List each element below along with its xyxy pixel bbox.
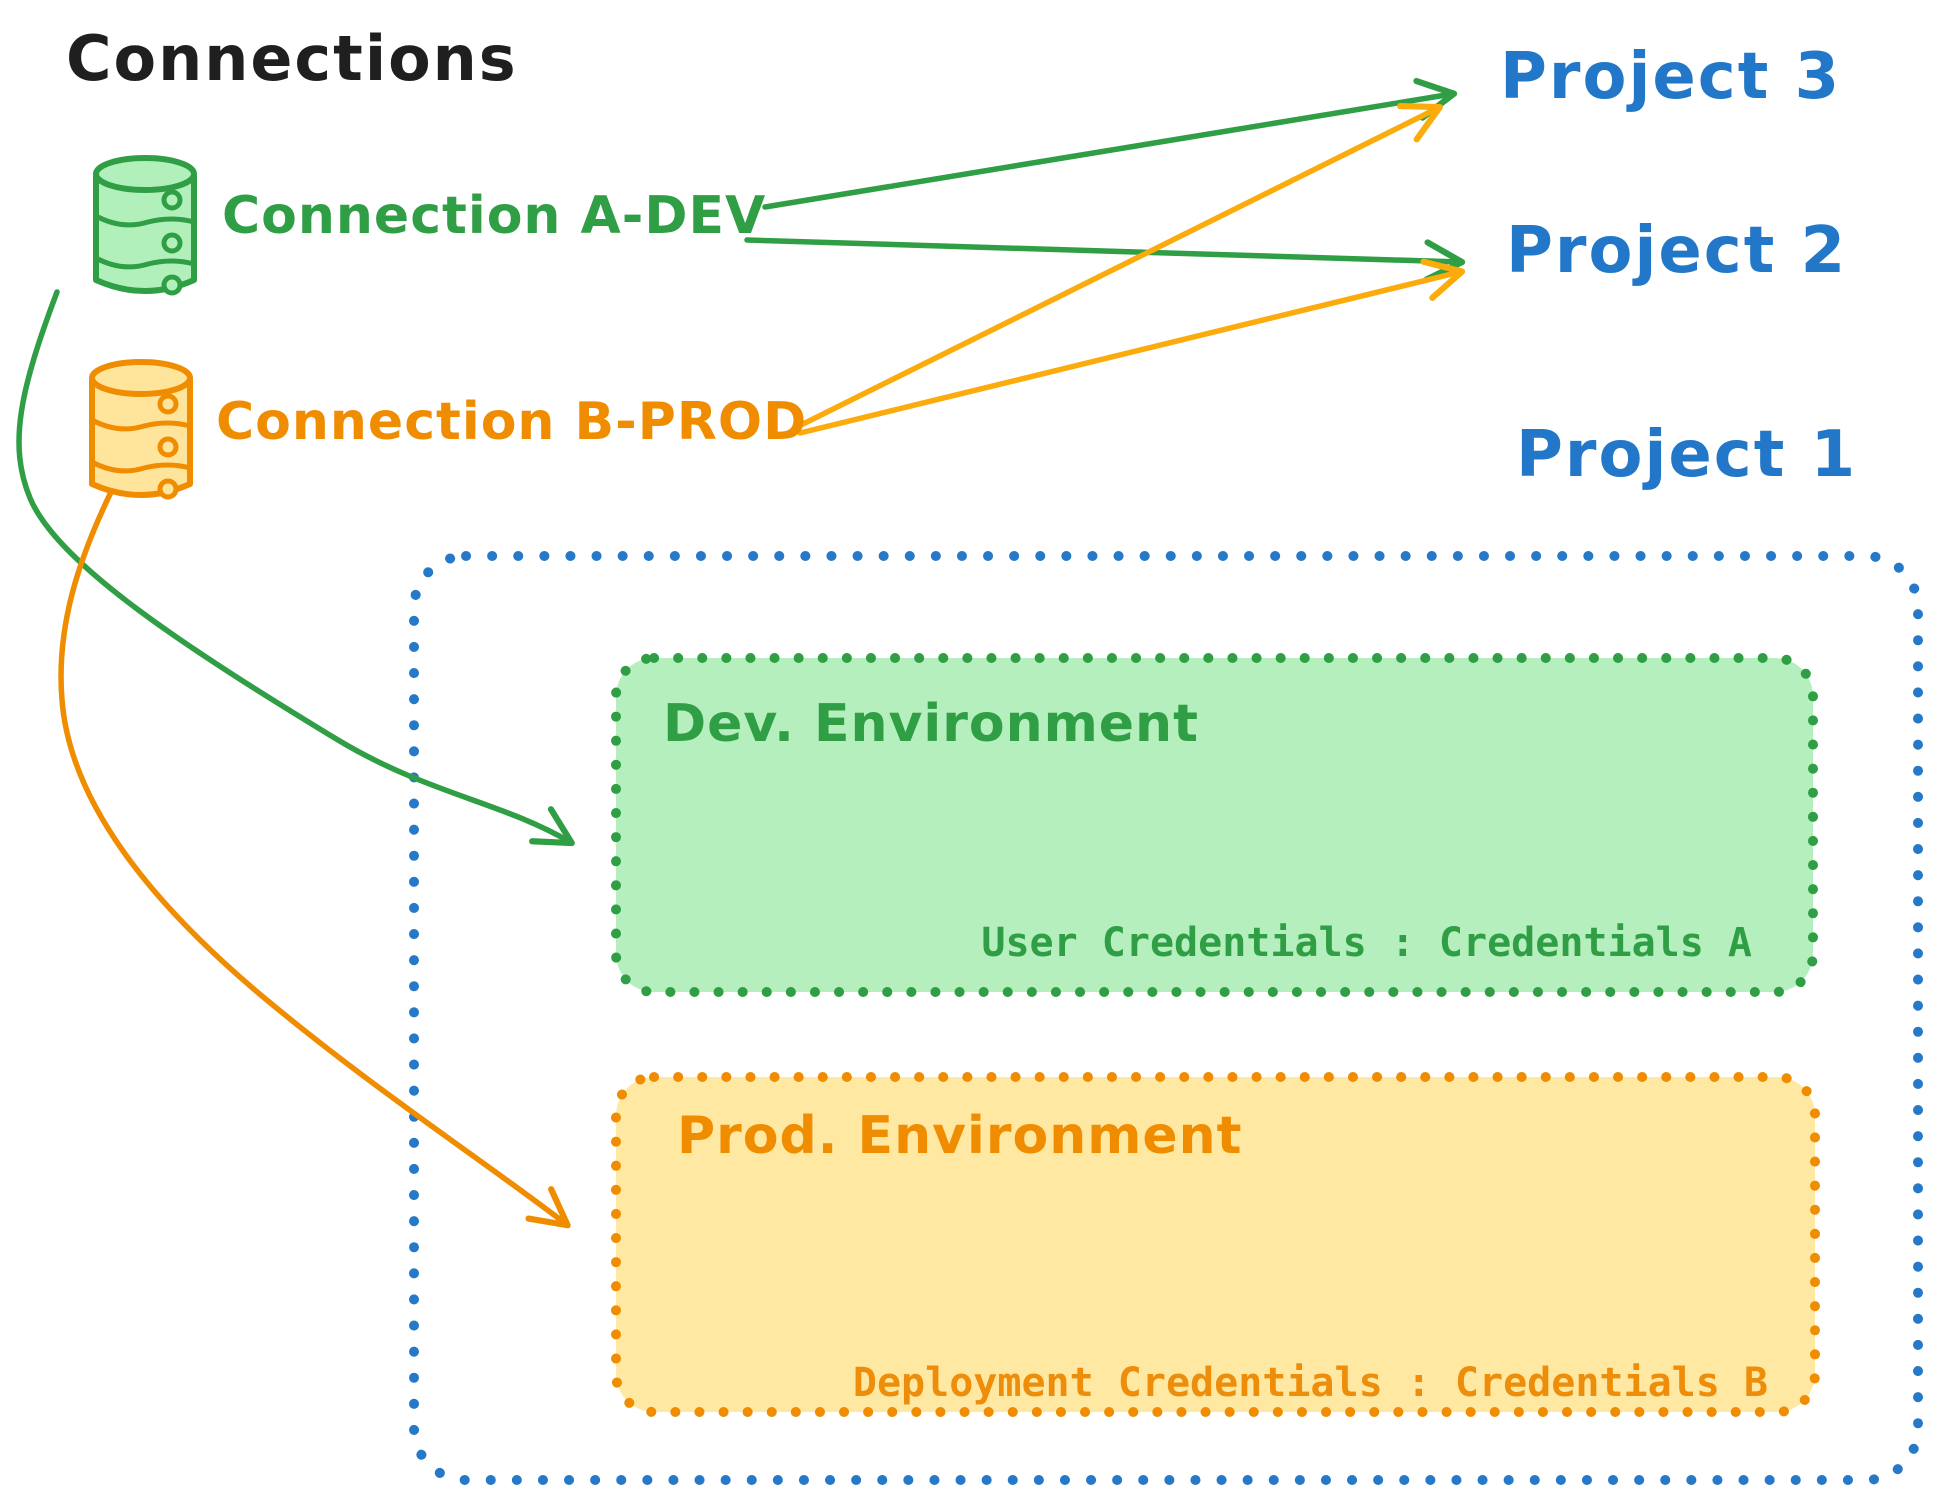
arrow-b-to-project2 — [797, 258, 1466, 436]
dev-environment-credentials: User Credentials : Credentials A — [981, 920, 1752, 966]
prod-environment-box — [611, 1072, 1820, 1417]
project-3-label: Project 3 — [1500, 40, 1842, 114]
diagram-title: Connections — [66, 22, 518, 95]
arrow-b-to-prod-environment — [58, 487, 571, 1229]
dev-environment-box — [611, 653, 1818, 997]
connection-b-prod-label: Connection B-PROD — [216, 392, 808, 452]
connection-a-dev-label: Connection A-DEV — [222, 186, 767, 246]
arrow-a-to-dev-environment — [16, 289, 575, 847]
arrow-a-to-project2 — [744, 237, 1466, 283]
database-icon-dev — [93, 155, 197, 296]
arrow-a-to-project3 — [762, 77, 1458, 210]
dev-environment-title: Dev. Environment — [663, 694, 1199, 754]
project-2-label: Project 2 — [1506, 214, 1848, 288]
database-icon-prod — [89, 359, 193, 500]
arrow-b-to-project3 — [794, 102, 1443, 430]
project-1-label: Project 1 — [1516, 418, 1858, 492]
project-1-box — [409, 551, 1923, 1485]
prod-environment-title: Prod. Environment — [677, 1106, 1243, 1166]
prod-environment-credentials: Deployment Credentials : Credentials B — [852, 1360, 1768, 1406]
